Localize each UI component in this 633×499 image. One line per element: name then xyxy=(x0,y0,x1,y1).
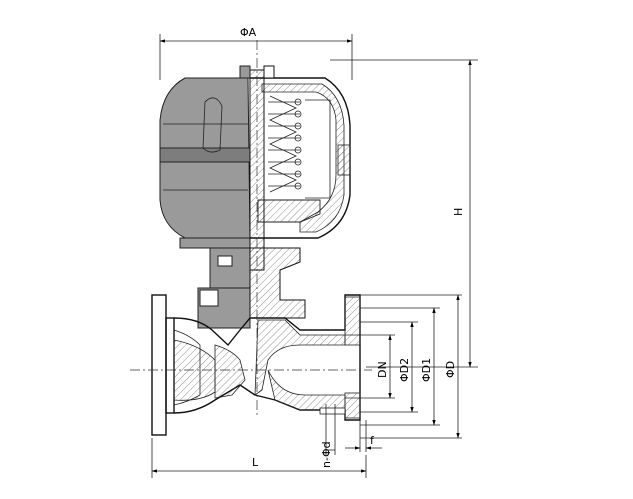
label-DN: DN xyxy=(376,361,389,378)
dimension-phiA: ΦA xyxy=(159,26,353,80)
valve-body-right xyxy=(250,294,361,421)
label-L: L xyxy=(252,456,259,469)
actuator-housing xyxy=(159,77,251,249)
label-phiD2: ΦD2 xyxy=(398,358,411,382)
bonnet xyxy=(197,247,306,329)
label-phiD: ΦD xyxy=(444,361,457,378)
label-n-phi-d: n-Φd xyxy=(320,441,333,468)
label-phiA: ΦA xyxy=(240,26,257,39)
center-lines xyxy=(130,40,372,415)
spring-coils xyxy=(268,95,331,199)
dimension-L: L xyxy=(151,438,367,478)
dimension-bolt-and-f: n-Φd f xyxy=(320,404,382,468)
label-H: H xyxy=(452,208,465,216)
valve-body-left xyxy=(173,317,256,414)
label-f: f xyxy=(370,434,375,447)
actuator-section xyxy=(239,65,351,271)
label-phiD1: ΦD1 xyxy=(420,358,433,382)
dimension-diameters: DN ΦD2 ΦD1 ΦD xyxy=(345,294,462,439)
